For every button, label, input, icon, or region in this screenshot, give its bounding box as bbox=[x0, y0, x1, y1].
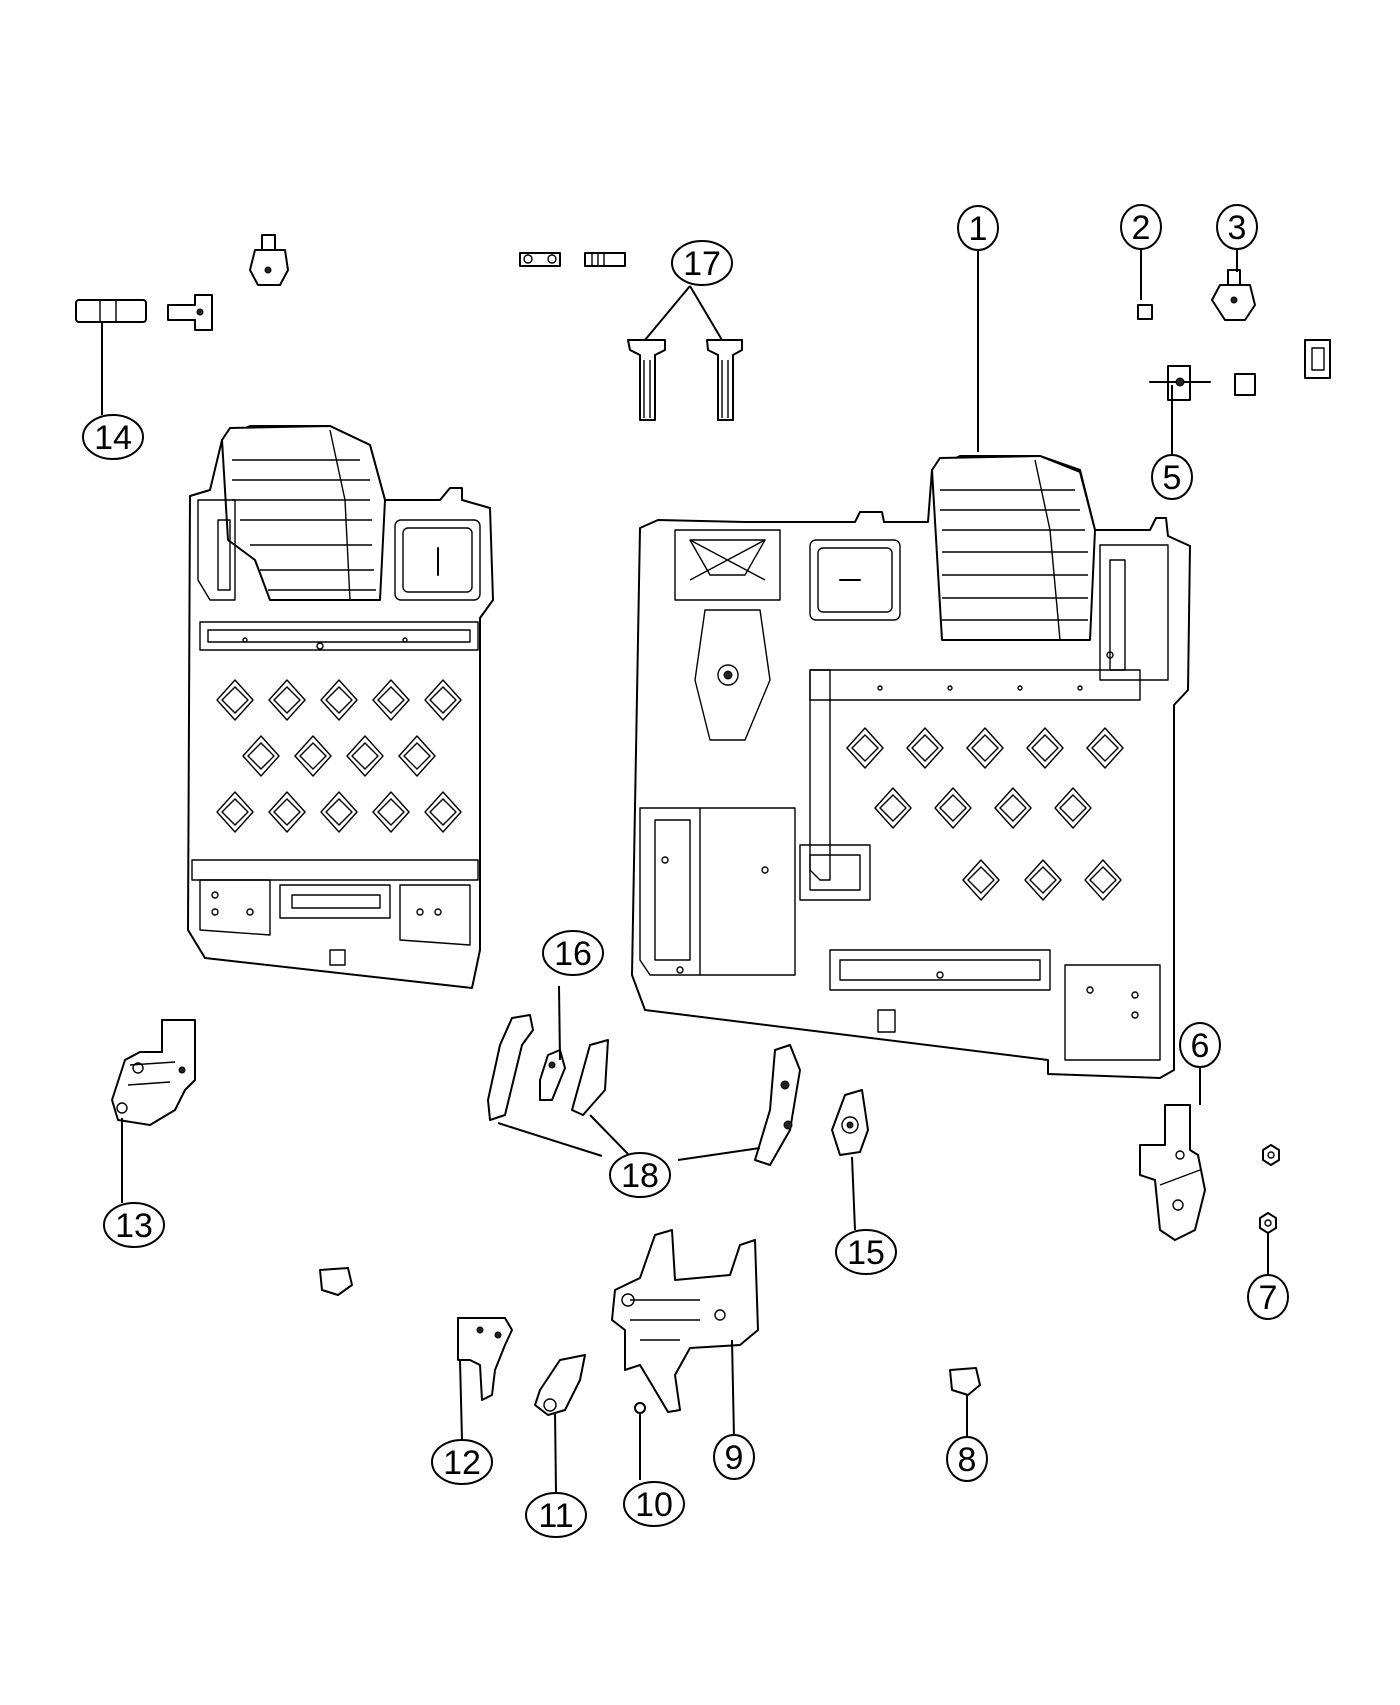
part-6-hinge bbox=[1139, 1104, 1206, 1241]
callout-3-label: 3 bbox=[1228, 209, 1247, 247]
callout-14: 14 bbox=[82, 414, 144, 460]
part-2-nut bbox=[1137, 304, 1153, 320]
callout-16: 16 bbox=[542, 930, 604, 976]
right-panel-cushion-grid bbox=[846, 727, 1124, 901]
callout-6: 6 bbox=[1179, 1022, 1221, 1068]
callout-12-label: 12 bbox=[443, 1444, 481, 1482]
callout-16-label: 16 bbox=[554, 935, 592, 973]
part-9-bracket bbox=[611, 1229, 759, 1413]
right-seat-back-panel bbox=[631, 455, 1191, 1079]
callout-9-label: 9 bbox=[725, 1439, 744, 1477]
callout-7-label: 7 bbox=[1259, 1279, 1278, 1317]
callout-1-label: 1 bbox=[969, 210, 988, 248]
callout-11: 11 bbox=[525, 1492, 587, 1538]
part-16-bracket bbox=[539, 1049, 566, 1101]
callout-8: 8 bbox=[946, 1436, 988, 1482]
callout-6-label: 6 bbox=[1191, 1027, 1210, 1065]
part-3-latch bbox=[1211, 269, 1256, 321]
clip-left bbox=[319, 1267, 353, 1296]
top-left-latch bbox=[249, 234, 289, 286]
callout-5: 5 bbox=[1151, 454, 1193, 500]
part-13-hinge-bracket bbox=[111, 1019, 196, 1126]
part-5-striker bbox=[1149, 339, 1331, 401]
callout-11-label: 11 bbox=[538, 1497, 573, 1535]
callout-18: 18 bbox=[609, 1152, 671, 1198]
part-7-nuts bbox=[1259, 1144, 1280, 1234]
leader-lines bbox=[101, 248, 1269, 1493]
callout-10: 10 bbox=[623, 1481, 685, 1527]
callout-13-label: 13 bbox=[115, 1207, 153, 1245]
callout-1: 1 bbox=[957, 205, 999, 251]
callout-15-label: 15 bbox=[847, 1234, 885, 1272]
callout-12: 12 bbox=[431, 1439, 493, 1485]
callout-17: 17 bbox=[671, 240, 733, 286]
callout-10-label: 10 bbox=[635, 1486, 673, 1524]
callout-3: 3 bbox=[1216, 204, 1258, 250]
callout-13: 13 bbox=[103, 1202, 165, 1248]
top-center-clips bbox=[519, 252, 626, 267]
callout-2-label: 2 bbox=[1132, 209, 1151, 247]
callout-17-label: 17 bbox=[683, 245, 721, 283]
left-seat-back-panel bbox=[187, 425, 494, 989]
part-14-hinge-pin bbox=[75, 294, 213, 331]
callout-8-label: 8 bbox=[958, 1441, 977, 1479]
callout-9: 9 bbox=[713, 1434, 755, 1480]
part-17-bolts bbox=[627, 339, 743, 421]
part-8-clip bbox=[949, 1367, 981, 1396]
part-11-lever bbox=[534, 1354, 586, 1416]
callout-7: 7 bbox=[1247, 1274, 1289, 1320]
part-18-trim-covers bbox=[487, 1014, 801, 1166]
callout-15: 15 bbox=[835, 1229, 897, 1275]
part-12-bracket bbox=[457, 1317, 513, 1401]
callout-18-label: 18 bbox=[621, 1157, 659, 1195]
callout-5-label: 5 bbox=[1163, 459, 1182, 497]
left-panel-cushion-grid bbox=[216, 679, 462, 833]
part-15-recliner bbox=[831, 1089, 869, 1156]
part-10-nut bbox=[634, 1402, 646, 1414]
callout-2: 2 bbox=[1120, 204, 1162, 250]
callout-14-label: 14 bbox=[94, 419, 132, 457]
